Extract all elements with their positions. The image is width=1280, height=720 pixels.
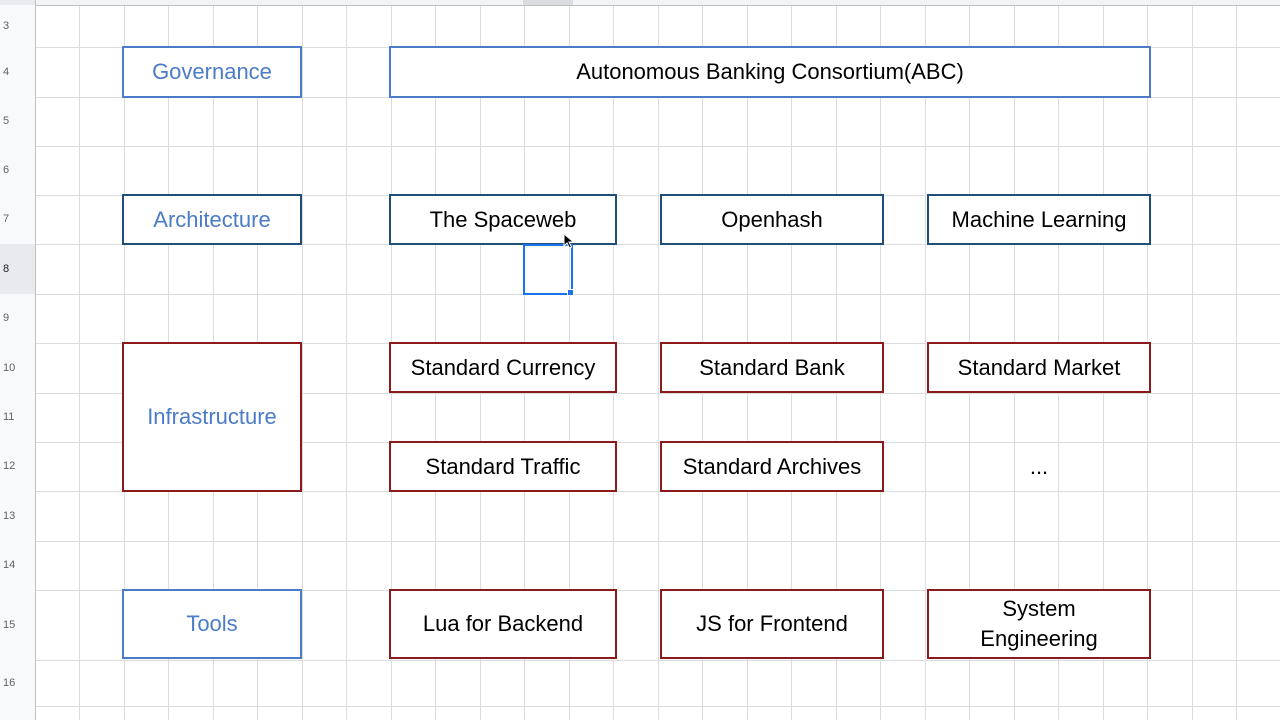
grid-row-line — [0, 541, 1280, 542]
row-number-4[interactable]: 4 — [3, 66, 10, 78]
spaceweb-box[interactable]: The Spaceweb — [389, 194, 617, 245]
grid-column-line — [1192, 0, 1193, 720]
row-number-14[interactable]: 14 — [3, 559, 16, 571]
row-number-15[interactable]: 15 — [3, 619, 16, 631]
row-number-10[interactable]: 10 — [3, 362, 16, 374]
row-number-6[interactable]: 6 — [3, 164, 10, 176]
lua-backend-box[interactable]: Lua for Backend — [389, 589, 617, 659]
fill-handle[interactable] — [567, 289, 574, 296]
grid-row-line — [0, 343, 1280, 344]
row-number-12[interactable]: 12 — [3, 460, 16, 472]
standard-traffic-box[interactable]: Standard Traffic — [389, 441, 617, 492]
row-header[interactable] — [0, 0, 36, 720]
grid-row-line — [0, 146, 1280, 147]
governance-label[interactable]: Governance — [122, 46, 302, 98]
grid-row-line — [0, 393, 1280, 394]
grid-column-line — [1236, 0, 1237, 720]
row-number-11[interactable]: 11 — [3, 411, 15, 423]
grid-row-line — [0, 442, 1280, 443]
js-frontend-box[interactable]: JS for Frontend — [660, 589, 884, 659]
row-number-16[interactable]: 16 — [3, 677, 16, 689]
grid-row-line — [0, 660, 1280, 661]
openhash-box[interactable]: Openhash — [660, 194, 884, 245]
row-number-5[interactable]: 5 — [3, 115, 10, 127]
row-number-13[interactable]: 13 — [3, 510, 16, 522]
standard-currency-box[interactable]: Standard Currency — [389, 342, 617, 393]
grid-column-line — [658, 0, 659, 720]
system-engineering-box[interactable]: System Engineering — [927, 589, 1151, 659]
row-number-9[interactable]: 9 — [3, 312, 10, 324]
grid-column-line — [346, 0, 347, 720]
column-header-strip[interactable] — [35, 0, 1280, 6]
grid-column-line — [79, 0, 80, 720]
grid-row-line — [0, 491, 1280, 492]
row-number-7[interactable]: 7 — [3, 213, 10, 225]
grid-row-line — [0, 244, 1280, 245]
mouse-pointer-icon — [563, 233, 575, 249]
grid-row-line — [0, 195, 1280, 196]
infrastructure-label[interactable]: Infrastructure — [122, 342, 302, 492]
selected-cell[interactable] — [523, 244, 573, 295]
tools-label[interactable]: Tools — [122, 589, 302, 659]
grid-row-line — [0, 294, 1280, 295]
standard-archives-box[interactable]: Standard Archives — [660, 441, 884, 492]
standard-bank-box[interactable]: Standard Bank — [660, 342, 884, 393]
machine-learning-box[interactable]: Machine Learning — [927, 194, 1151, 245]
row-number-3[interactable]: 3 — [3, 20, 10, 32]
grid-column-line — [302, 0, 303, 720]
row-number-8[interactable]: 8 — [0, 244, 35, 294]
governance-abc-box[interactable]: Autonomous Banking Consortium(ABC) — [389, 46, 1151, 98]
select-all-corner[interactable] — [0, 0, 35, 5]
grid-row-line — [0, 590, 1280, 591]
architecture-label[interactable]: Architecture — [122, 194, 302, 245]
grid-column-line — [925, 0, 926, 720]
infrastructure-ellipsis[interactable]: ... — [1029, 453, 1049, 479]
active-column-header[interactable] — [523, 0, 573, 5]
grid-row-line — [0, 706, 1280, 707]
standard-market-box[interactable]: Standard Market — [927, 342, 1151, 393]
